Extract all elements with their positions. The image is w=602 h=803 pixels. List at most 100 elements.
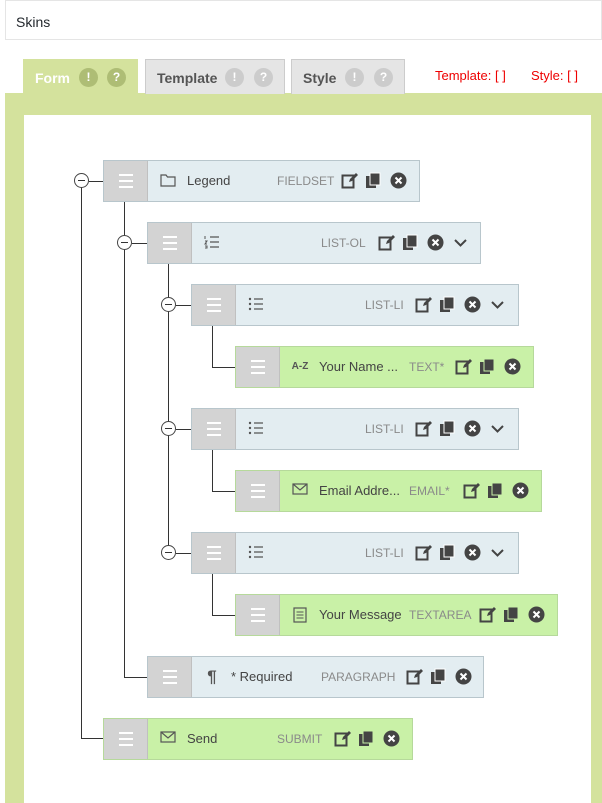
- tree-connector: [212, 449, 213, 492]
- tab-form-info-icon[interactable]: !: [79, 68, 98, 87]
- drag-handle-icon[interactable]: [192, 533, 236, 573]
- tab-style-info-icon[interactable]: !: [345, 68, 364, 87]
- chevron-down-icon[interactable]: [489, 296, 506, 313]
- duplicate-icon[interactable]: [439, 420, 456, 437]
- edit-icon[interactable]: [341, 172, 358, 189]
- node-label: Send: [187, 731, 218, 746]
- node-type: EMAIL*: [409, 484, 450, 498]
- drag-handle-icon[interactable]: [192, 285, 236, 325]
- drag-handle-icon[interactable]: [148, 657, 192, 697]
- collapse-toggle-list-li-1[interactable]: [161, 297, 176, 312]
- node-type: LIST-OL: [321, 236, 366, 250]
- edit-icon[interactable]: [334, 730, 351, 747]
- drag-handle-icon[interactable]: [236, 347, 280, 387]
- tree-node-list-ol[interactable]: LIST-OL: [147, 222, 481, 264]
- edit-icon[interactable]: [415, 544, 432, 561]
- tree-connector: [212, 367, 235, 368]
- edit-icon[interactable]: [463, 482, 480, 499]
- tree-node-submit[interactable]: Send SUBMIT: [103, 718, 413, 760]
- duplicate-icon[interactable]: [402, 234, 419, 251]
- edit-icon[interactable]: [455, 358, 472, 375]
- tree-connector: [89, 181, 103, 182]
- delete-icon[interactable]: [427, 234, 444, 251]
- node-label: Email Addre...: [319, 483, 400, 498]
- duplicate-icon[interactable]: [365, 172, 382, 189]
- duplicate-icon[interactable]: [503, 606, 520, 623]
- unordered-list-icon: [247, 297, 265, 313]
- drag-handle-icon[interactable]: [148, 223, 192, 263]
- text-az-icon: A-Z: [291, 361, 309, 372]
- edit-icon[interactable]: [415, 420, 432, 437]
- delete-icon[interactable]: [504, 358, 521, 375]
- node-label: * Required: [231, 669, 293, 684]
- edit-icon[interactable]: [406, 668, 423, 685]
- delete-icon[interactable]: [464, 420, 481, 437]
- unordered-list-icon: [247, 421, 265, 437]
- duplicate-icon[interactable]: [439, 544, 456, 561]
- tab-template-info-icon[interactable]: !: [225, 68, 244, 87]
- chevron-down-icon[interactable]: [452, 234, 469, 251]
- duplicate-icon[interactable]: [439, 296, 456, 313]
- node-type: SUBMIT: [277, 732, 323, 746]
- drag-handle-icon[interactable]: [236, 471, 280, 511]
- tab-form[interactable]: Form ! ?: [23, 59, 138, 94]
- tree-connector: [176, 305, 191, 306]
- duplicate-icon[interactable]: [487, 482, 504, 499]
- tab-template[interactable]: Template ! ?: [145, 59, 285, 94]
- drag-handle-icon[interactable]: [104, 719, 148, 759]
- collapse-toggle-list-li-3[interactable]: [161, 545, 176, 560]
- skins-panel-header: Skins: [5, 0, 602, 40]
- delete-icon[interactable]: [464, 296, 481, 313]
- collapse-toggle-list-li-2[interactable]: [161, 421, 176, 436]
- current-template-indicator: Template: [ ]: [435, 68, 506, 83]
- node-label: Your Message: [319, 607, 402, 622]
- tree-node-fieldset[interactable]: Legend FIELDSET: [103, 160, 420, 202]
- tree-node-textarea-field[interactable]: Your Message TEXTAREA: [235, 594, 558, 636]
- node-type: LIST-LI: [365, 298, 404, 312]
- tree-node-paragraph[interactable]: ¶ * Required PARAGRAPH: [147, 656, 484, 698]
- chevron-down-icon[interactable]: [489, 544, 506, 561]
- delete-icon[interactable]: [383, 730, 400, 747]
- delete-icon[interactable]: [390, 172, 407, 189]
- duplicate-icon[interactable]: [479, 358, 496, 375]
- collapse-toggle-list-ol[interactable]: [117, 235, 132, 250]
- edit-icon[interactable]: [415, 296, 432, 313]
- node-type: TEXTAREA: [409, 608, 472, 622]
- tree-node-list-li-2[interactable]: LIST-LI: [191, 408, 519, 450]
- node-type: LIST-LI: [365, 546, 404, 560]
- tab-style-help-icon[interactable]: ?: [374, 68, 393, 87]
- chevron-down-icon[interactable]: [489, 420, 506, 437]
- node-type: PARAGRAPH: [321, 670, 396, 684]
- tree-connector: [124, 677, 147, 678]
- drag-handle-icon[interactable]: [236, 595, 280, 635]
- envelope-icon: [159, 731, 177, 747]
- ordered-list-icon: [203, 235, 221, 251]
- tree-node-list-li-1[interactable]: LIST-LI: [191, 284, 519, 326]
- tree-node-text-field[interactable]: A-Z Your Name ... TEXT*: [235, 346, 534, 388]
- tree-node-email-field[interactable]: Email Addre... EMAIL*: [235, 470, 542, 512]
- delete-icon[interactable]: [528, 606, 545, 623]
- tab-form-help-icon[interactable]: ?: [107, 68, 126, 87]
- tree-node-list-li-3[interactable]: LIST-LI: [191, 532, 519, 574]
- unordered-list-icon: [247, 545, 265, 561]
- edit-icon[interactable]: [479, 606, 496, 623]
- tree-connector: [212, 325, 213, 368]
- duplicate-icon[interactable]: [358, 730, 375, 747]
- panel-title: Skins: [16, 14, 51, 30]
- tree-connector: [212, 615, 235, 616]
- paragraph-icon: ¶: [207, 667, 217, 686]
- delete-icon[interactable]: [464, 544, 481, 561]
- delete-icon[interactable]: [512, 482, 529, 499]
- edit-icon[interactable]: [378, 234, 395, 251]
- duplicate-icon[interactable]: [430, 668, 447, 685]
- tab-template-label: Template: [157, 70, 218, 86]
- drag-handle-icon[interactable]: [104, 161, 148, 201]
- drag-handle-icon[interactable]: [192, 409, 236, 449]
- tree-connector: [176, 429, 191, 430]
- delete-icon[interactable]: [455, 668, 472, 685]
- tree-connector: [176, 553, 191, 554]
- tab-style[interactable]: Style ! ?: [291, 59, 405, 94]
- tab-template-help-icon[interactable]: ?: [254, 68, 273, 87]
- node-type: FIELDSET: [277, 174, 335, 188]
- collapse-toggle-fieldset[interactable]: [74, 173, 89, 188]
